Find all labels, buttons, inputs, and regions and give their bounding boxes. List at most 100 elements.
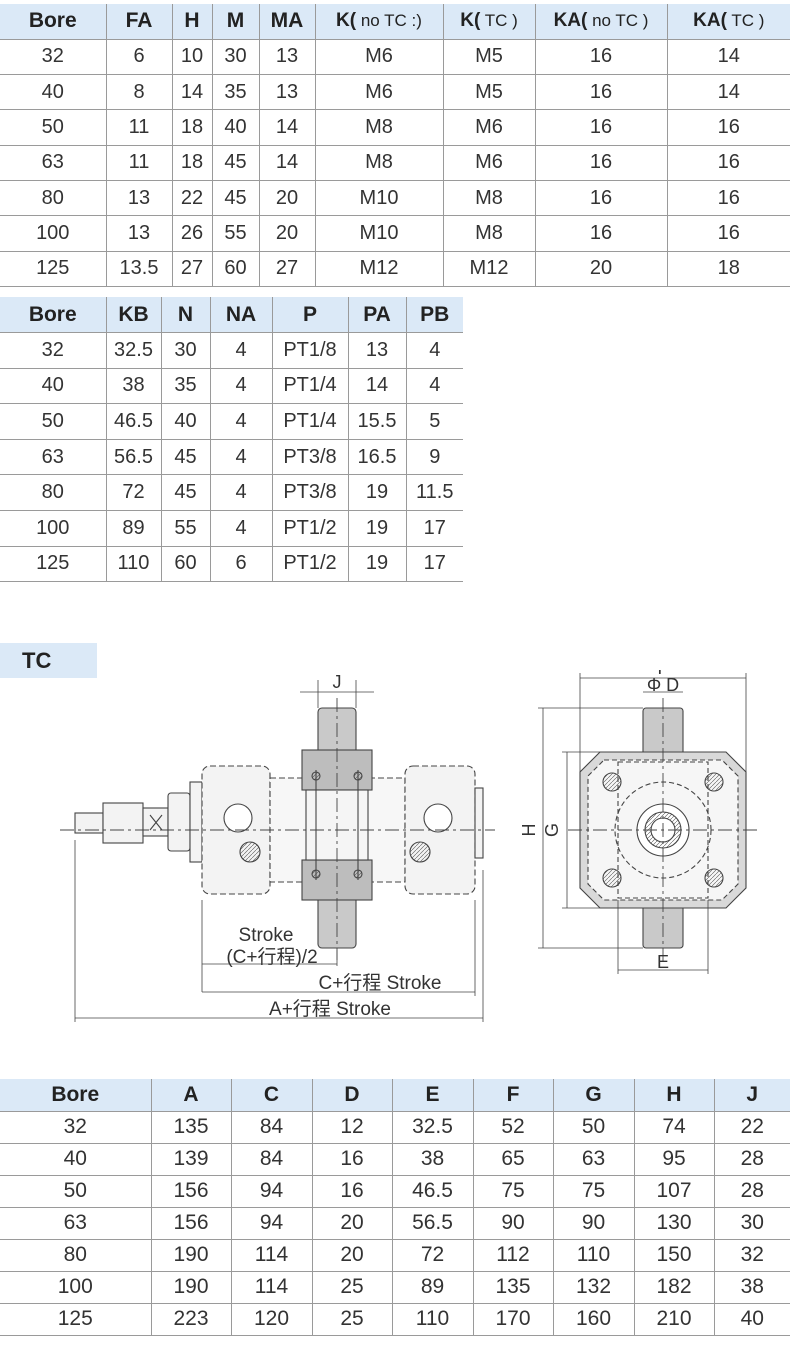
table-cell: 8 <box>105 74 172 110</box>
table-cell: 90 <box>472 1207 553 1239</box>
table-cell: 20 <box>311 1207 392 1239</box>
column-header-sub: TC ) <box>726 11 765 31</box>
table-cell: 156 <box>150 1207 231 1239</box>
table-cell: 95 <box>633 1143 714 1175</box>
table-cell: 45 <box>160 474 210 511</box>
column-header: K( no TC :) <box>314 4 443 40</box>
table-cell: 40 <box>160 403 210 440</box>
table-cell: 125 <box>57 1307 93 1330</box>
column-header: PA <box>347 297 406 333</box>
table-cell: 125 <box>36 552 70 575</box>
column-header-main: M <box>226 9 245 33</box>
table-cell: PT3/8 <box>271 439 348 475</box>
table-cell: PT1/4 <box>271 368 348 404</box>
table-cell: 4 <box>209 510 272 547</box>
table-cell: PT1/8 <box>271 332 348 369</box>
table-cell: 14 <box>258 109 315 146</box>
table-cell: 45 <box>211 180 259 216</box>
table-cell: 17 <box>405 546 463 582</box>
table-cell: 60 <box>211 251 259 287</box>
table-cell: M8 <box>314 109 443 146</box>
column-header: G <box>552 1079 634 1111</box>
table-cell: 16 <box>666 145 790 181</box>
column-header-sub: TC ) <box>480 11 518 31</box>
column-header-main: H <box>184 9 200 33</box>
table-cell: 55 <box>211 215 259 252</box>
table-cell: 46.5 <box>391 1175 473 1207</box>
table-cell: 72 <box>391 1239 473 1271</box>
table-cell: 40 <box>41 80 64 103</box>
table-cell: 16 <box>534 215 667 252</box>
label-h: H <box>519 824 539 837</box>
column-header: J <box>713 1079 790 1111</box>
table-cell: 160 <box>552 1303 634 1335</box>
column-header: H <box>633 1079 714 1111</box>
column-header: E <box>391 1079 473 1111</box>
table-cell: 28 <box>713 1175 790 1207</box>
table-cell: M6 <box>314 74 443 110</box>
column-header: KB <box>105 297 161 333</box>
table-cell: 6 <box>105 39 172 75</box>
table-cell: 112 <box>472 1239 553 1271</box>
table-cell: 38 <box>391 1143 473 1175</box>
table-cell: 30 <box>160 332 210 369</box>
table-cell: 4 <box>405 332 463 369</box>
label-j: J <box>333 672 342 692</box>
column-header: H <box>171 4 212 40</box>
column-header: P <box>271 297 348 333</box>
label-d: Φ D <box>647 675 679 695</box>
label-a-stroke: A+行程 Stroke <box>269 998 391 1020</box>
label-c-stroke: C+行程 Stroke <box>318 972 441 994</box>
table-cell: PT1/2 <box>271 510 348 547</box>
table-cell: 16 <box>534 180 667 216</box>
label-stroke: Stroke <box>239 925 294 946</box>
table-cell: 89 <box>391 1271 473 1303</box>
table-cell: 28 <box>713 1143 790 1175</box>
table-cell: 135 <box>472 1271 553 1303</box>
table-cell: 27 <box>258 251 315 287</box>
column-header: KA( no TC ) <box>534 4 667 40</box>
table-cell: M10 <box>314 180 443 216</box>
table-cell: 80 <box>41 481 64 504</box>
table-cell: 56.5 <box>391 1207 473 1239</box>
table-cell: 94 <box>230 1207 312 1239</box>
table-cell: 182 <box>633 1271 714 1303</box>
column-header: K( TC ) <box>442 4 535 40</box>
table-cell: 40 <box>41 374 64 397</box>
column-header: Bore <box>0 1079 151 1111</box>
table-cell: 120 <box>230 1303 312 1335</box>
table-cell: 130 <box>633 1207 714 1239</box>
table-cell: 150 <box>633 1239 714 1271</box>
table-cell: 14 <box>666 39 790 75</box>
table-cell: M12 <box>442 251 535 287</box>
table-cell: 100 <box>57 1275 93 1298</box>
table-cell: 32 <box>41 45 64 68</box>
table-cell: 19 <box>347 546 406 582</box>
column-header: MA <box>258 4 315 40</box>
table-cell: 50 <box>552 1111 634 1143</box>
table-cell: 16 <box>666 180 790 216</box>
table-cell: 170 <box>472 1303 553 1335</box>
table-cell: 15.5 <box>347 403 406 440</box>
table-cell: 22 <box>171 180 212 216</box>
column-header-main: K( <box>460 10 481 32</box>
table-cell: 19 <box>347 474 406 511</box>
column-header-main: KA( <box>693 10 727 32</box>
table-cell: PT1/4 <box>271 403 348 440</box>
table-cell: 35 <box>160 368 210 404</box>
table-cell: 110 <box>391 1303 473 1335</box>
table-cell: 4 <box>209 474 272 511</box>
table-cell: 125 <box>36 257 70 280</box>
table-cell: 50 <box>41 410 64 433</box>
table-cell: M8 <box>442 180 535 216</box>
